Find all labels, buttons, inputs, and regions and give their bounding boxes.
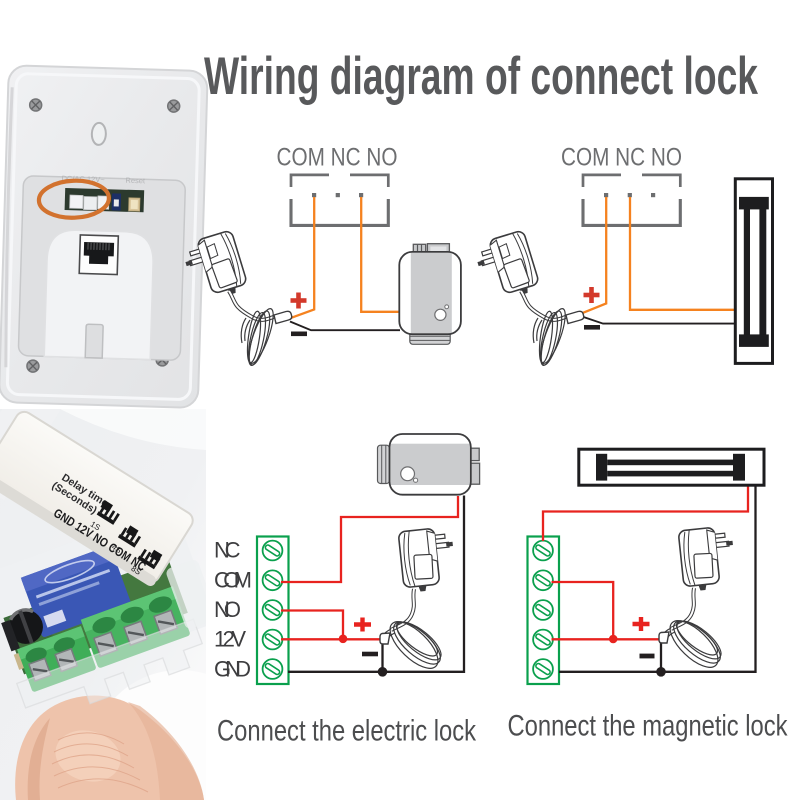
svg-text:Reset: Reset — [125, 176, 146, 186]
svg-text:COM: COM — [214, 568, 252, 593]
svg-text:8S: 8S — [129, 564, 142, 577]
svg-text:4S: 4S — [110, 542, 123, 555]
svg-text:NC: NC — [214, 538, 241, 563]
svg-text:1S: 1S — [89, 520, 102, 533]
svg-text:COM NC NO: COM NC NO — [561, 144, 682, 172]
svg-text:Wiring diagram of connect lock: Wiring diagram of connect lock — [204, 47, 758, 106]
svg-text:12V: 12V — [214, 627, 246, 652]
svg-text:COM NC NO: COM NC NO — [277, 144, 398, 172]
svg-text:Connect the electric lock: Connect the electric lock — [217, 715, 476, 748]
svg-text:Connect the magnetic lock: Connect the magnetic lock — [508, 710, 789, 743]
svg-text:NO: NO — [214, 597, 241, 622]
svg-text:GND: GND — [214, 657, 251, 682]
